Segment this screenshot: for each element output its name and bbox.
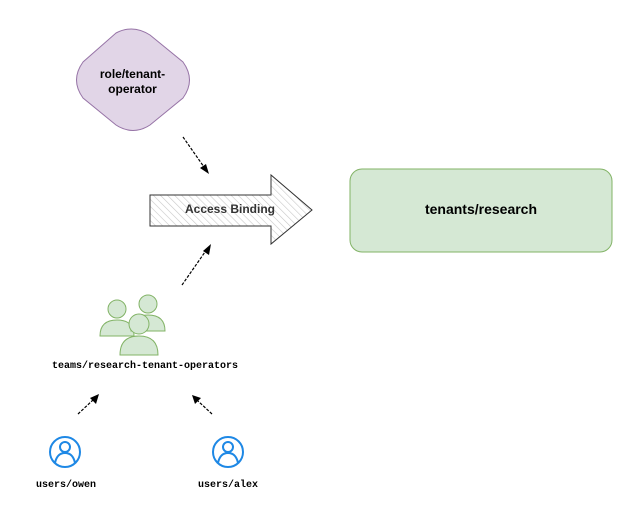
user-owen-icon[interactable] xyxy=(49,436,81,468)
role-node-label: role/tenant- operator xyxy=(75,67,190,97)
tenant-node-shape[interactable] xyxy=(349,168,613,253)
tenant-node-label: tenants/research xyxy=(424,201,538,217)
arrow-owen-to-team xyxy=(77,394,99,415)
access-binding-arrow[interactable] xyxy=(149,173,313,246)
arrow-alex-to-team xyxy=(192,395,213,415)
user-alex-label: users/alex xyxy=(197,480,258,491)
role-node-label-line2: operator xyxy=(108,82,157,96)
role-node-label-line1: role/tenant- xyxy=(99,67,166,81)
team-node-label: teams/research-tenant-operators xyxy=(51,361,239,372)
arrow-role-to-binding xyxy=(182,136,209,174)
users-group-icon[interactable] xyxy=(99,294,166,356)
user-alex-icon[interactable] xyxy=(212,436,244,468)
arrow-team-to-binding xyxy=(181,244,211,286)
role-node-shape[interactable] xyxy=(76,28,190,131)
user-owen-label: users/owen xyxy=(35,480,96,491)
access-binding-label: Access Binding xyxy=(184,202,276,216)
